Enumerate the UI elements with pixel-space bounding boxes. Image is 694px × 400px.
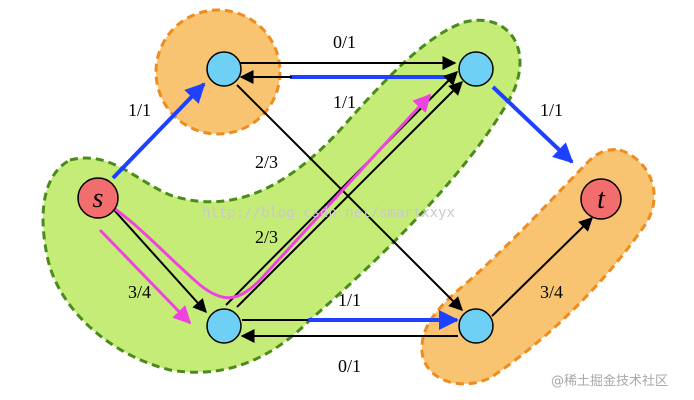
edge-a-d xyxy=(236,84,463,311)
brand-watermark: @稀土掘金技术社区 xyxy=(551,373,668,389)
label-d-c: 0/1 xyxy=(338,356,361,376)
edge-c-b xyxy=(236,81,463,308)
edge-d-t xyxy=(491,217,593,317)
label-a-b: 0/1 xyxy=(333,32,356,52)
label-d-t: 3/4 xyxy=(540,282,563,302)
pink-path-arrow xyxy=(99,93,432,300)
label-b-t: 1/1 xyxy=(540,100,563,120)
node-t-label: t xyxy=(597,184,606,215)
label-c-b: 2/3 xyxy=(255,227,278,247)
edge-b-t xyxy=(491,85,574,164)
node-c xyxy=(206,308,242,344)
node-s-label: s xyxy=(93,183,104,214)
label-b-a: 1/1 xyxy=(333,92,356,112)
label-a-d: 2/3 xyxy=(255,152,278,172)
orange-region-dt xyxy=(420,148,656,386)
node-t xyxy=(580,178,622,220)
node-a xyxy=(206,51,242,87)
label-s-c: 3/4 xyxy=(128,282,151,302)
pink-short-arrow xyxy=(98,228,192,325)
watermark-url: http://blog.csdn.net/smartxxyx xyxy=(202,205,455,221)
label-s-a: 1/1 xyxy=(128,100,151,120)
edge-s-c xyxy=(113,209,207,314)
node-b xyxy=(458,51,494,87)
label-c-d: 1/1 xyxy=(338,290,361,310)
green-region xyxy=(41,18,522,374)
edge-s-a xyxy=(111,82,206,180)
node-s xyxy=(77,177,119,219)
node-d xyxy=(458,308,494,344)
